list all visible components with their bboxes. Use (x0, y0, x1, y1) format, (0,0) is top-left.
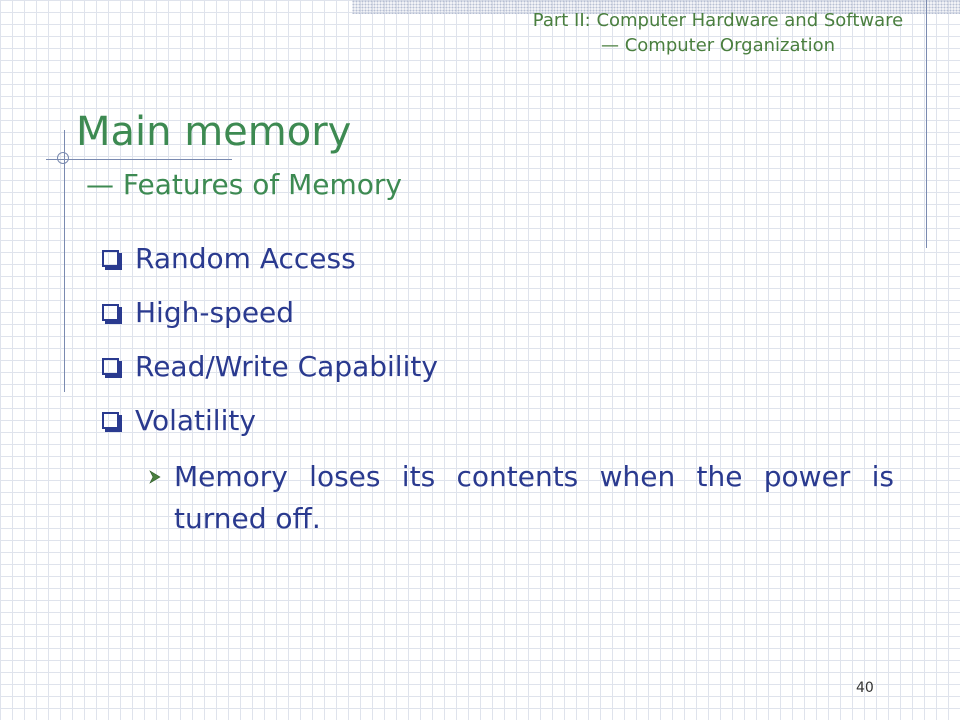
part-header-line-1: Part II: Computer Hardware and Software (532, 10, 904, 31)
top-dotted-band (352, 0, 960, 14)
bullet-item-read-write: Read/Write Capability (102, 344, 902, 398)
page-number: 40 (856, 680, 874, 696)
square-bullet-icon (102, 304, 119, 321)
square-bullet-icon (102, 250, 119, 267)
decorative-horizontal-line (46, 159, 232, 160)
sub-bullet-text: Memory loses its contents when the power… (174, 460, 894, 535)
bullet-item-random-access: Random Access (102, 236, 902, 290)
square-bullet-icon (102, 412, 119, 429)
bullet-text: Read/Write Capability (135, 350, 438, 383)
bullet-text: Random Access (135, 242, 356, 275)
part-header: Part II: Computer Hardware and Software … (478, 8, 958, 58)
slide-subtitle: — Features of Memory (86, 168, 402, 201)
bullet-list: Random Access High-speed Read/Write Capa… (102, 236, 902, 452)
arrowhead-bullet-icon (149, 470, 161, 484)
decorative-circle-icon (57, 152, 69, 164)
decorative-vertical-line-left (64, 130, 65, 392)
bullet-text: Volatility (135, 404, 256, 437)
bullet-item-volatility: Volatility (102, 398, 902, 452)
bullet-item-high-speed: High-speed (102, 290, 902, 344)
part-header-line-2: — Computer Organization (601, 35, 835, 56)
slide-title: Main memory (76, 109, 352, 155)
decorative-vertical-line-right (926, 0, 927, 248)
square-bullet-icon (102, 358, 119, 375)
bullet-text: High-speed (135, 296, 295, 329)
